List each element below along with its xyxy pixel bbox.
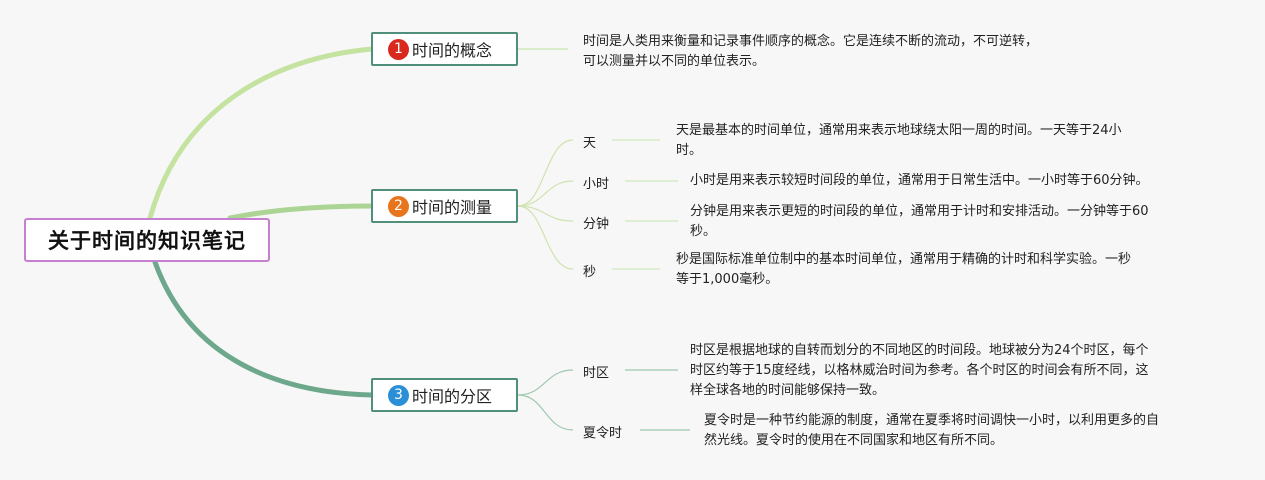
root-title: 关于时间的知识笔记 xyxy=(48,229,246,253)
badge-3: 3 xyxy=(388,384,409,406)
branch-time-measurement[interactable]: 2 时间的测量 xyxy=(371,189,518,223)
root-topic[interactable]: 关于时间的知识笔记 xyxy=(24,218,270,262)
subtopic-daylight-saving-description: 夏令时是一种节约能源的制度，通常在夏季将时间调快一小时，以利用更多的自 然光线。… xyxy=(704,413,1160,448)
connector-b2-hour xyxy=(517,180,574,207)
branch-1-description: 时间是人类用来衡量和记录事件顺序的概念。它是连续不断的流动，不可逆转， 可以测量… xyxy=(583,34,1039,69)
branch-time-concept[interactable]: 1 时间的概念 xyxy=(371,32,518,66)
branch-title: 时间的概念 xyxy=(412,41,493,60)
subtopic-minute[interactable]: 分钟 xyxy=(583,217,610,232)
connector-b2-day xyxy=(517,139,574,207)
connector-b2-minute xyxy=(517,205,574,222)
connector-root-branch-3 xyxy=(152,259,375,398)
connector-b3-dst xyxy=(517,394,574,431)
branch-time-zones[interactable]: 3 时间的分区 xyxy=(371,378,518,412)
subtopic-timezone[interactable]: 时区 xyxy=(583,366,610,381)
badge-2: 2 xyxy=(388,195,409,217)
connector-b3-timezone xyxy=(517,369,574,396)
connector-b2-second xyxy=(517,205,574,270)
branch-title: 时间的分区 xyxy=(412,387,493,406)
badge-1: 1 xyxy=(388,38,409,60)
subtopic-minute-description: 分钟是用来表示更短的时间段的单位，通常用于计时和安排活动。一分钟等于60 秒。 xyxy=(690,204,1149,239)
connector-root-branch-2 xyxy=(227,203,375,221)
subtopic-hour[interactable]: 小时 xyxy=(583,177,610,192)
subtopic-timezone-description: 时区是根据地球的自转而划分的不同地区的时间段。地球被分为24个时区，每个 时区约… xyxy=(690,343,1149,398)
subtopic-hour-description: 小时是用来表示较短时间段的单位，通常用于日常生活中。一小时等于60分钟。 xyxy=(690,173,1149,188)
subtopic-day[interactable]: 天 xyxy=(583,136,597,151)
subtopic-daylight-saving[interactable]: 夏令时 xyxy=(583,426,623,441)
subtopic-day-description: 天是最基本的时间单位，通常用来表示地球绕太阳一周的时间。一天等于24小 时。 xyxy=(676,123,1122,158)
connector-root-branch-1 xyxy=(147,46,375,221)
subtopic-second[interactable]: 秒 xyxy=(583,265,597,280)
subtopic-second-description: 秒是国际标准单位制中的基本时间单位，通常用于精确的计时和科学实验。一秒 等于1,… xyxy=(676,252,1132,287)
branch-title: 时间的测量 xyxy=(412,198,493,217)
